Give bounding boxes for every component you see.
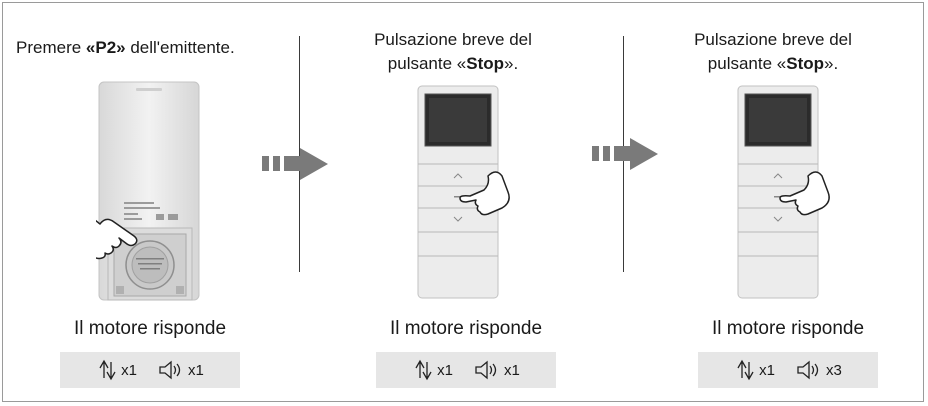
step3-instruction: Pulsazione breve del pulsante «Stop». <box>658 28 888 76</box>
step1-instruction-post: dell'emittente. <box>125 38 235 57</box>
up-down-movement-icon <box>415 359 432 381</box>
step1-move-count: x1 <box>121 361 137 379</box>
step1-beep-count: x1 <box>188 361 204 379</box>
step1-move-indicator: x1 <box>96 358 137 382</box>
step2-move-indicator: x1 <box>412 358 453 382</box>
speaker-beep-icon <box>475 360 497 380</box>
step3-instruction-line2: pulsante «Stop». <box>658 52 888 76</box>
up-down-movement-icon <box>737 359 754 381</box>
step2-instruction-bold: Stop <box>466 54 505 73</box>
up-down-movement-icon <box>99 359 116 381</box>
step3-instruction-bold: Stop <box>786 54 825 73</box>
step1-response-box: x1 x1 <box>60 352 240 388</box>
step2-beep-count: x1 <box>504 361 520 379</box>
step2-instruction-post: ». <box>504 54 519 73</box>
step1-instruction-pre: Premere <box>16 38 86 57</box>
separator-1 <box>299 36 300 272</box>
speaker-beep-icon <box>159 360 181 380</box>
step2-response-box: x1 x1 <box>376 352 556 388</box>
pointing-hand-icon <box>459 171 510 216</box>
step1-instruction-bold: «P2» <box>85 38 126 57</box>
remote-front-stop <box>737 85 830 299</box>
step3-move-indicator: x1 <box>734 358 775 382</box>
diagram-frame <box>2 2 924 402</box>
remote-front-stop <box>417 85 510 299</box>
step1-response-label: Il motore risponde <box>73 318 227 339</box>
step2-response-label: Il motore risponde <box>389 318 543 339</box>
step3-beep-count: x3 <box>826 361 842 379</box>
dashed-right-arrow-icon <box>262 148 328 180</box>
remote-back-battery <box>96 81 200 301</box>
pointing-hand-icon <box>96 218 138 260</box>
step3-instruction-line1: Pulsazione breve del <box>694 30 852 49</box>
step3-instruction-pre: pulsante « <box>707 54 787 73</box>
step1-instruction: Premere «P2» dell'emittente. <box>16 36 235 60</box>
step3-response-label: Il motore risponde <box>711 318 865 339</box>
step2-beep-indicator: x1 <box>473 358 520 382</box>
step3-move-count: x1 <box>759 361 775 379</box>
dashed-right-arrow-icon <box>592 138 658 170</box>
step1-beep-indicator: x1 <box>157 358 204 382</box>
step2-instruction: Pulsazione breve del pulsante «Stop». <box>338 28 568 76</box>
step2-instruction-line1: Pulsazione breve del <box>374 30 532 49</box>
step3-beep-indicator: x3 <box>795 358 842 382</box>
step2-instruction-pre: pulsante « <box>387 54 467 73</box>
step2-instruction-line2: pulsante «Stop». <box>338 52 568 76</box>
step3-response-box: x1 x3 <box>698 352 878 388</box>
pointing-hand-icon <box>779 171 830 216</box>
speaker-beep-icon <box>797 360 819 380</box>
step2-move-count: x1 <box>437 361 453 379</box>
step3-instruction-post: ». <box>824 54 839 73</box>
